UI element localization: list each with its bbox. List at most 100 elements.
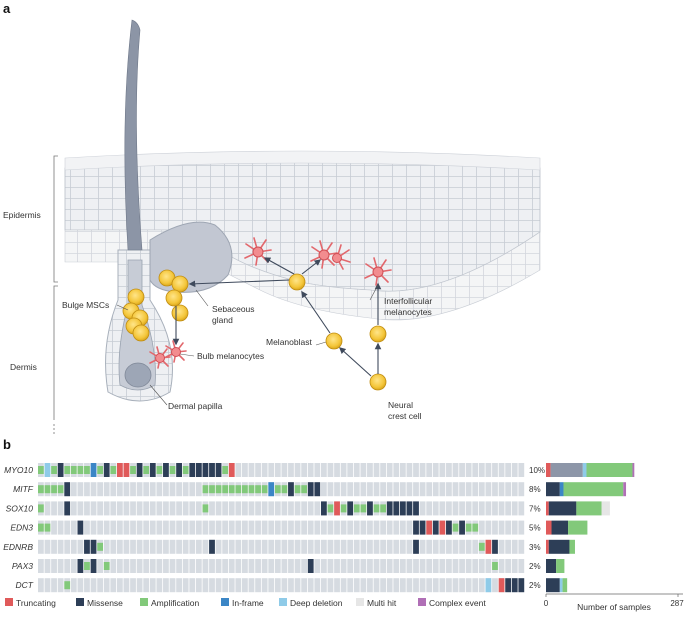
cell-empty [51,501,57,516]
cell-empty [446,539,452,554]
alteration-MYO10 [136,463,143,477]
cell-empty [268,463,275,477]
cell-empty [77,539,84,554]
cell-empty [70,501,77,516]
cell-empty [97,559,104,573]
alteration-PAX3 [77,559,84,573]
cell-empty [505,559,512,573]
cell-empty [136,482,143,497]
cell-empty [268,578,275,593]
alteration-SOX10 [353,504,360,513]
cell-empty [110,501,117,516]
alteration-EDN3 [439,520,446,535]
cell-empty [353,463,360,477]
cell-empty [156,559,163,573]
cell-empty [432,463,439,477]
interfollicular-label-2: melanocytes [384,307,432,317]
cell-empty [314,559,321,573]
cell-empty [222,578,229,593]
cell-empty [518,559,525,573]
cell-empty [195,578,202,593]
cell-empty [163,578,169,593]
cell-empty [242,539,248,554]
alteration-MITF [268,482,275,497]
cell-empty [380,463,386,477]
cell-empty [485,520,492,535]
cell-empty [439,482,446,497]
alteration-SOX10 [320,501,327,516]
cell-empty [163,501,169,516]
cell-empty [169,501,176,516]
cell-empty [70,578,77,593]
cell-empty [320,482,327,497]
cell-empty [268,501,275,516]
cell-empty [149,578,156,593]
cell-empty [334,539,340,554]
cell-empty [149,520,156,535]
alteration-MYO10 [110,466,117,474]
alteration-MYO10 [51,466,57,474]
cell-empty [373,463,380,477]
cell-empty [281,501,288,516]
cell-empty [189,578,196,593]
sebaceous-label-1: Sebaceous [212,304,255,314]
cell-empty [347,520,354,535]
cell-empty [182,520,189,535]
cell-empty [116,501,123,516]
alteration-SOX10 [393,501,400,516]
gene-label-PAX3: PAX3 [12,561,33,571]
bar-PAX3 [556,559,565,573]
cell-empty [353,539,360,554]
cell-empty [360,539,367,554]
cell-empty [373,520,380,535]
legend-label-2: Amplification [151,598,199,608]
alteration-MYO10 [149,463,156,477]
cell-empty [44,501,51,516]
cell-empty [281,520,288,535]
cell-empty [261,578,268,593]
cell-empty [57,559,64,573]
alteration-MITF [281,485,288,494]
cell-empty [176,482,182,497]
cell-empty [149,482,156,497]
alteration-EDNRB [84,539,90,554]
cell-empty [248,539,255,554]
cell-empty [136,501,143,516]
alteration-MITF [51,485,57,494]
cell-empty [465,501,472,516]
alteration-SOX10 [327,504,334,513]
cell-empty [360,463,367,477]
cell-empty [393,559,400,573]
alteration-EDN3 [472,523,479,532]
cell-empty [116,520,123,535]
cell-empty [51,539,57,554]
gene-label-MYO10: MYO10 [4,465,33,475]
cell-empty [472,578,479,593]
alteration-MYO10 [222,466,229,474]
cell-empty [90,482,97,497]
cell-empty [472,482,479,497]
cell-empty [103,539,110,554]
cell-empty [446,501,452,516]
cell-empty [103,501,110,516]
alteration-SOX10 [380,504,386,513]
cell-empty [327,463,334,477]
cell-empty [222,520,229,535]
pct-EDNRB: 3% [529,543,541,552]
cell-empty [399,482,406,497]
cell-empty [169,539,176,554]
cell-empty [327,539,334,554]
cell-empty [334,520,340,535]
layer-brackets [53,155,58,436]
cell-empty [478,559,485,573]
alteration-MYO10 [215,463,222,477]
cell-empty [307,463,314,477]
cell-empty [452,539,459,554]
cell-empty [169,520,176,535]
legend-label-4: Deep deletion [290,598,343,608]
cell-empty [446,559,452,573]
cell-empty [281,463,288,477]
bulb-melanocytes-label: Bulb melanocytes [197,351,264,361]
alteration-MITF [44,485,51,494]
alteration-MITF [288,482,294,497]
